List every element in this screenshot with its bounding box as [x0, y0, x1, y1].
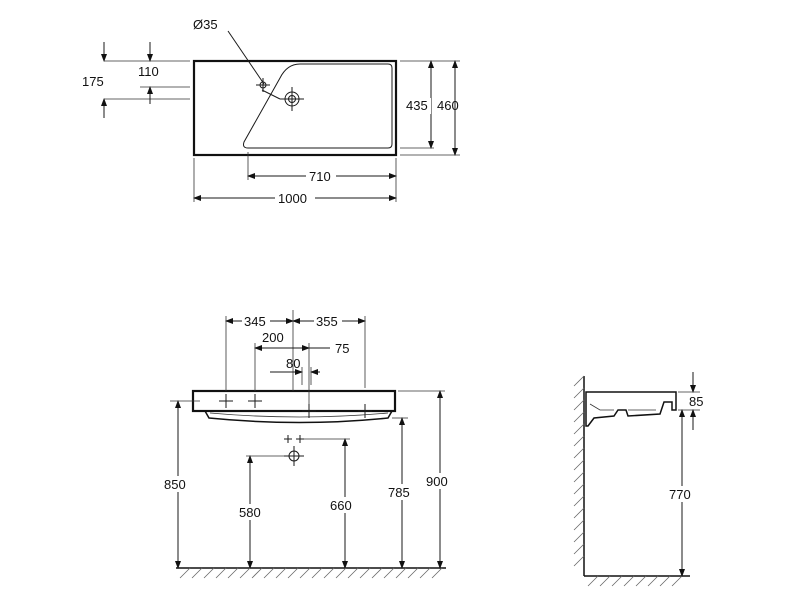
- basin-front-skirt: [204, 410, 393, 424]
- hole-diameter-label: Ø35: [193, 17, 218, 32]
- dim-floor-total-label: 850: [164, 477, 186, 492]
- dim-top-height-label: 900: [426, 474, 448, 489]
- overflow-hole-icon: [256, 78, 270, 92]
- side-view: 85 770: [573, 372, 703, 587]
- hole-marker-2-icon: [248, 394, 262, 408]
- dim-side-height-label: 770: [669, 487, 691, 502]
- dim-tap-offset-label: 75: [335, 341, 349, 356]
- dim-small-spacing-label: 80: [286, 356, 300, 371]
- dim-offset-b-label: 110: [138, 64, 159, 79]
- front-view: 345 355 200 75 80 850 580 660 785: [162, 310, 454, 579]
- hole-marker-1-icon: [219, 394, 233, 408]
- dim-side-depth-label: 85: [689, 394, 703, 409]
- dim-underside-label: 785: [388, 485, 410, 500]
- dim-tap-spacing-label: 200: [262, 330, 284, 345]
- dim-offset-a-label: 175: [82, 74, 104, 89]
- dim-drain-a-label: 580: [239, 505, 261, 520]
- wall-hatch: [573, 375, 585, 576]
- basin-side-profile: [585, 391, 677, 427]
- side-floor-hatch: [584, 575, 690, 587]
- hole-marker-4-icon: [358, 404, 372, 418]
- basin-top-outline: [192, 59, 398, 157]
- tap-hole-icon: [280, 87, 304, 111]
- drain-marker-icon: [284, 435, 304, 466]
- dim-total-width-label: 1000: [278, 191, 307, 206]
- dim-basin-width-label: 710: [309, 169, 331, 184]
- floor-hatch: [176, 567, 446, 579]
- hole-marker-3-icon: [302, 404, 316, 418]
- dim-left-holes-label: 345: [244, 314, 266, 329]
- dim-basin-depth-label: 435: [406, 98, 428, 113]
- dim-right-holes-label: 355: [316, 314, 338, 329]
- dim-total-depth-label: 460: [437, 98, 459, 113]
- dim-drain-b-label: 660: [330, 498, 352, 513]
- top-view: Ø35 175 110 435 460 710 1000: [82, 17, 460, 206]
- basin-inner-bowl: [243, 63, 393, 149]
